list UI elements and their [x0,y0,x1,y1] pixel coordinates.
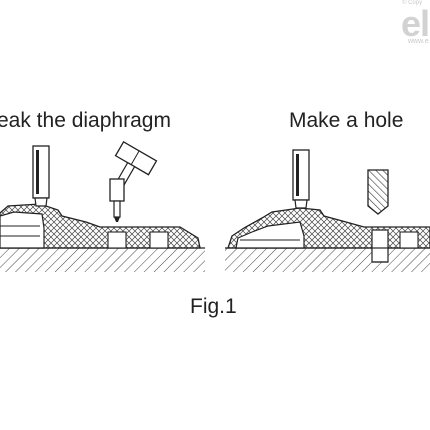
drill-bit-icon [367,169,389,215]
tool-handle-icon [292,149,310,209]
watermark-url: www.e [408,38,429,45]
seal-lip-left [0,211,45,249]
seal-lip-right [235,221,305,249]
ground-base-right [225,248,430,272]
slot-left-2 [149,231,169,249]
left-panel [0,140,205,272]
tool-handle-icon [32,145,50,207]
right-panel [225,149,430,272]
label-make-hole: Make a hole [289,109,404,132]
watermark-copyright: © Copy [402,0,423,6]
figure-caption: Fig.1 [190,295,237,318]
slot-left-1 [107,231,127,249]
drilled-hole [371,229,389,263]
watermark-logo: el [401,3,430,44]
label-break-diaphragm: reak the diaphragm [0,109,171,132]
ground-base-left [0,248,205,272]
slot-right-1 [399,231,419,249]
punch-icon [109,178,125,222]
